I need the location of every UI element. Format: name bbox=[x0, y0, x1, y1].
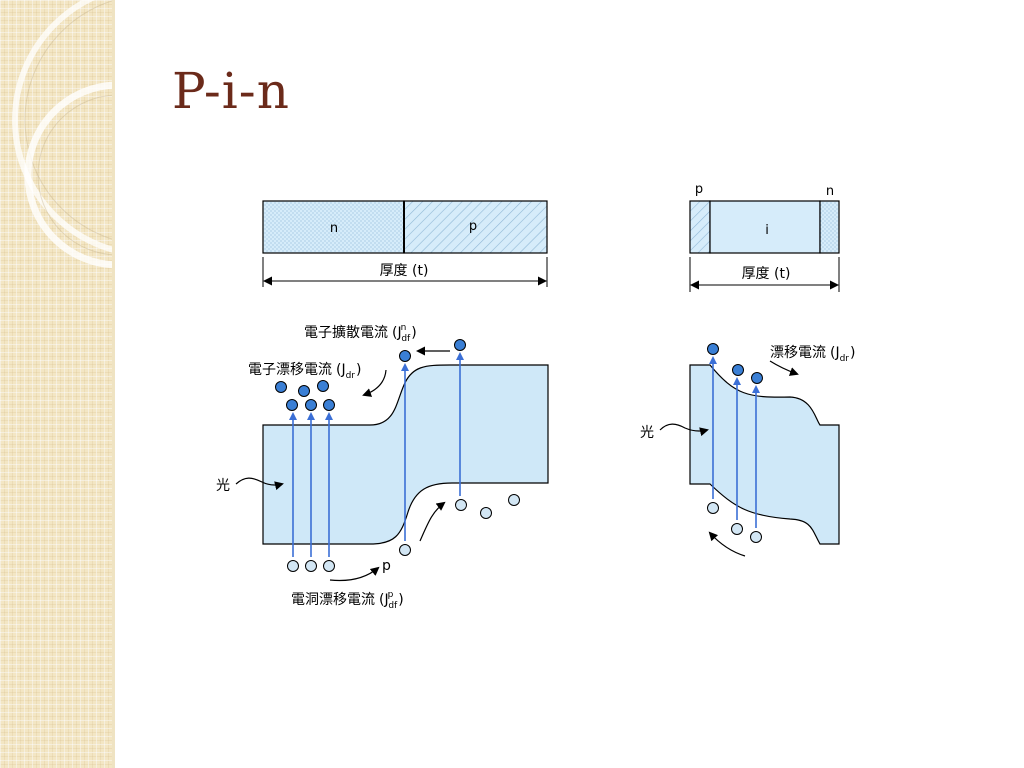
electron-drift-label: 電子漂移電流(Jdr) bbox=[248, 362, 361, 381]
hole bbox=[731, 523, 743, 535]
p-layer bbox=[689, 200, 711, 254]
light-arrow bbox=[235, 477, 284, 491]
hole bbox=[399, 544, 411, 556]
n-region bbox=[262, 200, 405, 254]
drift-label-right: 漂移電流(Jdr) bbox=[770, 345, 855, 364]
decorative-rings bbox=[12, 0, 114, 269]
electron bbox=[305, 399, 317, 411]
hole-drift-arrow bbox=[329, 566, 380, 582]
pin-band-diagram: 漂移電流(Jdr) 光 bbox=[640, 343, 855, 557]
hole-diffusion-arrow bbox=[419, 501, 446, 542]
n-layer bbox=[819, 200, 840, 254]
n-layer-label: n bbox=[826, 184, 834, 199]
electron bbox=[399, 350, 411, 362]
pin-bar: p i n 厚度 (t) bbox=[689, 182, 840, 292]
thickness-label-right: 厚度 (t) bbox=[742, 266, 791, 282]
light-arrow-right bbox=[659, 423, 709, 437]
hole bbox=[480, 507, 492, 519]
electron bbox=[454, 339, 466, 351]
n-region-label: n bbox=[330, 221, 338, 236]
electron bbox=[298, 385, 310, 397]
electron bbox=[317, 380, 329, 392]
energy-band-pin bbox=[689, 364, 840, 545]
electron bbox=[732, 364, 744, 376]
hole bbox=[323, 560, 335, 572]
electron bbox=[707, 343, 719, 355]
drift-arrow-right bbox=[769, 360, 799, 376]
hole-drift-arrow-right bbox=[708, 531, 746, 557]
electron bbox=[751, 372, 763, 384]
hole-label: p bbox=[382, 558, 391, 574]
np-bar: n p 厚度 (t) bbox=[262, 200, 548, 287]
i-layer bbox=[709, 200, 821, 254]
decorative-sidebar bbox=[0, 0, 114, 768]
hole bbox=[455, 499, 467, 511]
p-layer-label: p bbox=[695, 182, 703, 197]
hole bbox=[750, 531, 762, 543]
slide-title: P-i-n bbox=[172, 62, 290, 120]
drift-arrow bbox=[362, 369, 387, 397]
hole bbox=[305, 560, 317, 572]
light-label-right: 光 bbox=[640, 425, 654, 441]
i-layer-label: i bbox=[765, 223, 769, 238]
hole bbox=[707, 502, 719, 514]
electron bbox=[323, 399, 335, 411]
thickness-label: 厚度 (t) bbox=[380, 263, 429, 279]
electron bbox=[275, 381, 287, 393]
sidebar-edge bbox=[112, 0, 115, 768]
p-region-label: p bbox=[469, 219, 477, 234]
light-label: 光 bbox=[216, 478, 230, 494]
electron bbox=[286, 399, 298, 411]
hole bbox=[287, 560, 299, 572]
hole bbox=[508, 494, 520, 506]
